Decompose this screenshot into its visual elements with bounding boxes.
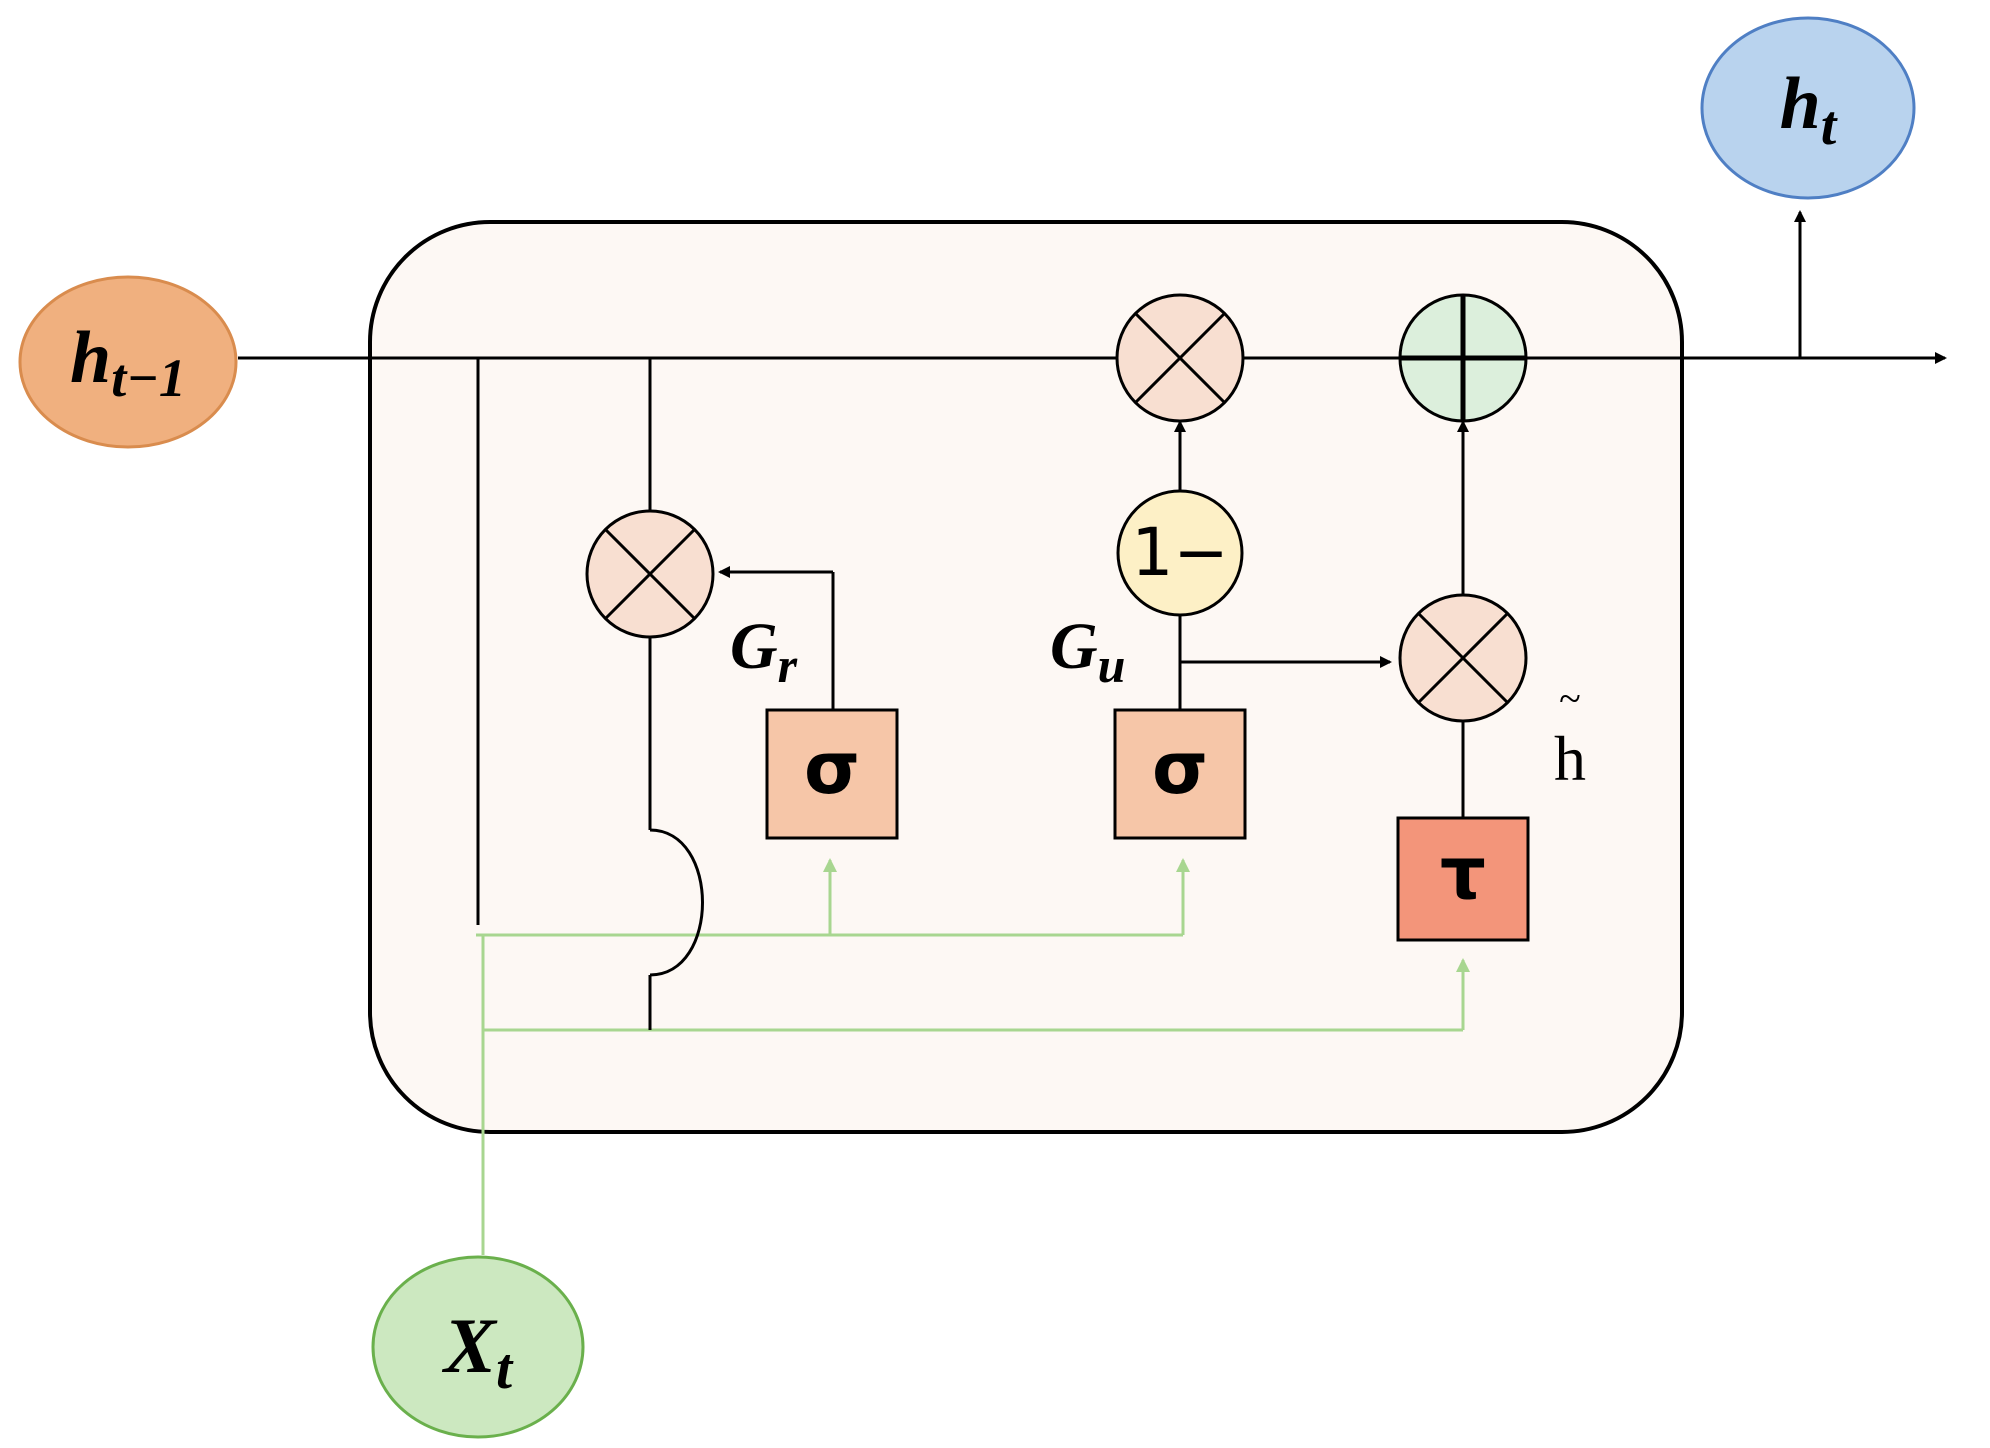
candidate-multiply-operator (1398, 593, 1528, 723)
input-lines (476, 858, 1470, 1255)
hidden-state-lines (238, 210, 1947, 1030)
one-minus-label: 1− (1131, 514, 1228, 591)
reset-multiply-operator (585, 509, 715, 639)
candidate-tilde: ~ (1559, 676, 1581, 721)
sigma-reset-gate: σ (765, 708, 899, 840)
gru-cell-box (368, 220, 1684, 1134)
tanh-gate: τ (1396, 816, 1530, 942)
sigma-update-label: σ (1152, 726, 1208, 810)
output-hidden-state-node: ht (1700, 16, 1916, 200)
input-node: Xt (371, 1255, 585, 1439)
candidate-h: h (1554, 723, 1586, 794)
candidate-hidden-label: ~ h (1554, 676, 1586, 794)
tanh-label: τ (1440, 831, 1486, 915)
reset-gate-label: Gr (730, 610, 798, 693)
update-multiply-operator (1115, 293, 1245, 423)
svg-text:Xt: Xt (442, 1302, 514, 1401)
svg-text:ht: ht (1780, 63, 1838, 157)
svg-text:ht−1: ht−1 (70, 317, 186, 408)
add-operator (1398, 293, 1528, 423)
one-minus-operator: 1− (1116, 489, 1244, 617)
sigma-update-gate: σ (1113, 708, 1247, 840)
update-gate-label: Gu (1050, 610, 1125, 693)
previous-hidden-state-node: ht−1 (18, 275, 238, 449)
sigma-reset-label: σ (804, 726, 860, 810)
